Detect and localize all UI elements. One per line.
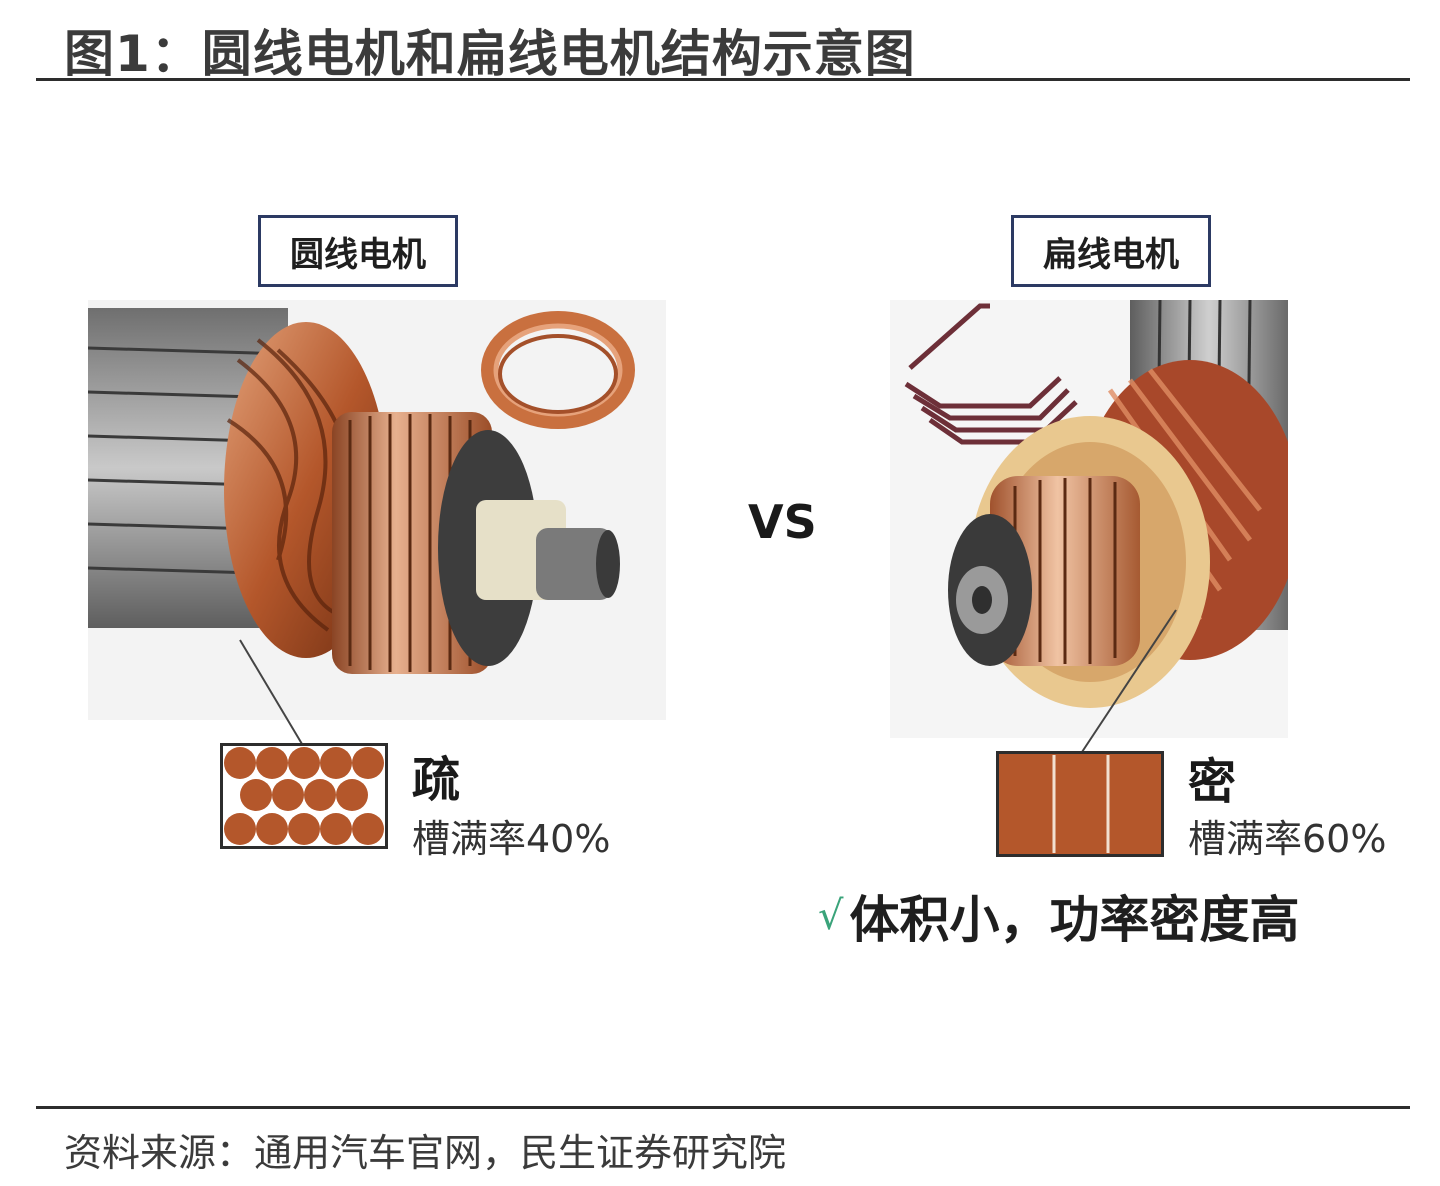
title-rule [36,78,1410,81]
round-wire-motor-illustration [88,300,666,720]
round-wire-coil [481,311,635,429]
flat-fill-rate: 槽满率60% [1188,817,1387,861]
flat-wire-label: 扁线电机 [1011,215,1211,287]
round-wire-slot-diagram [220,743,388,849]
flat-wire-slot-diagram [996,751,1164,857]
figure-title: 图1：圆线电机和扁线电机结构示意图 [64,25,916,83]
flat-density-label: 密 [1188,754,1237,810]
round-wire-label: 圆线电机 [258,215,458,287]
source-note: 资料来源：通用汽车官网，民生证券研究院 [64,1131,787,1175]
shaft [536,528,612,600]
advantage-text: 体积小，功率密度高 [849,891,1300,949]
round-fill-rate: 槽满率40% [412,817,611,861]
flat-wire-motor-illustration [890,300,1288,738]
source-rule [36,1106,1410,1109]
check-icon: √ [818,893,844,939]
vs-label: VS [748,495,817,549]
advantage-row: √ 体积小，功率密度高 [818,880,1300,952]
round-density-label: 疏 [412,752,461,808]
